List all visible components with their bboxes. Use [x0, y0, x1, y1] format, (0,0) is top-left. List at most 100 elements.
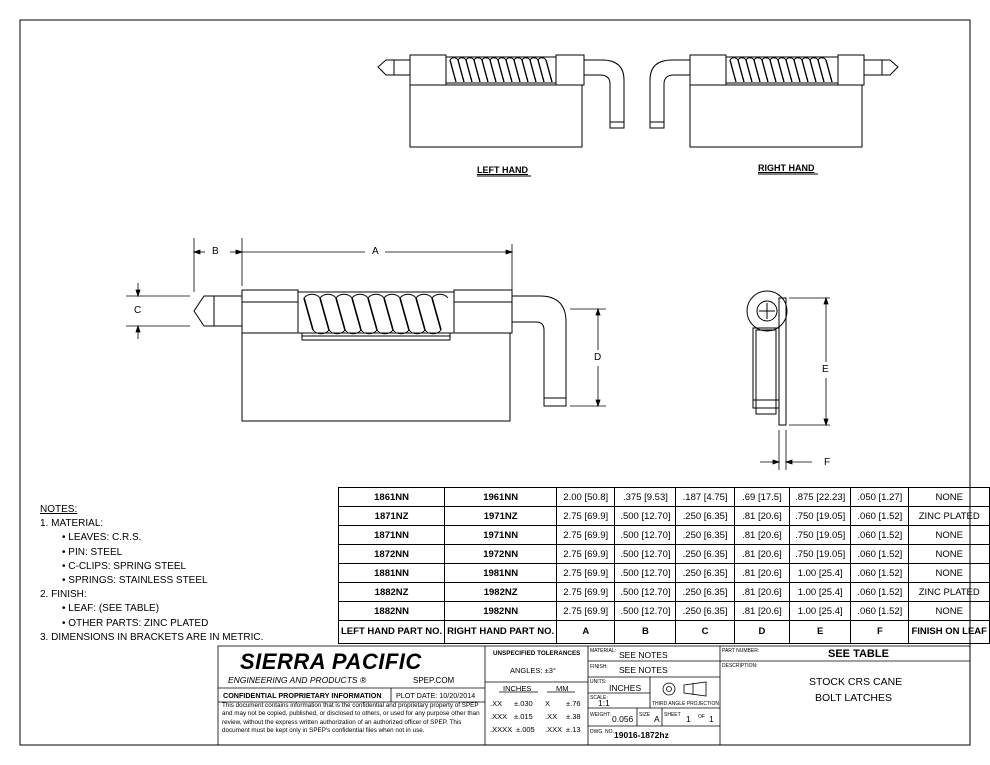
- registered-mark: ®: [359, 675, 367, 685]
- inches-header: INCHES: [503, 684, 532, 693]
- confidential-text: This document contains information that …: [222, 702, 480, 735]
- tol-in-3v: ±.005: [516, 725, 535, 734]
- website: SPEP.COM: [413, 676, 455, 685]
- table-cell: .81 [20.6]: [733, 563, 791, 583]
- tol-mm-2: .XX: [545, 712, 558, 721]
- table-cell: .250 [6.35]: [675, 506, 735, 526]
- mm-header: MM: [556, 684, 569, 693]
- table-cell: 2.75 [69.9]: [556, 525, 616, 545]
- company-subtitle-text: ENGINEERING AND PRODUCTS: [228, 675, 358, 685]
- note-2b: • OTHER PARTS: ZINC PLATED: [62, 617, 209, 629]
- table-header-cell: D: [733, 620, 791, 644]
- table-cell: .81 [20.6]: [733, 544, 791, 564]
- dim-label-b: B: [212, 246, 219, 257]
- table-cell: .060 [1.52]: [850, 601, 910, 621]
- table-cell: 1881NN: [337, 563, 446, 583]
- table-cell: ZINC PLATED: [908, 582, 990, 602]
- table-cell: 1871NN: [337, 525, 446, 545]
- table-cell: 1872NN: [337, 544, 446, 564]
- table-cell: .375 [9.53]: [614, 487, 677, 507]
- table-cell: .69 [17.5]: [733, 487, 791, 507]
- table-cell: 1971NN: [444, 525, 558, 545]
- company-subtitle: ENGINEERING AND PRODUCTS ®: [228, 675, 366, 685]
- table-cell: .750 [19.05]: [789, 506, 852, 526]
- note-1d: • SPRINGS: STAINLESS STEEL: [62, 575, 208, 587]
- left-hand-view: [377, 54, 625, 148]
- size-label: SIZE: [639, 712, 651, 718]
- right-hand-label: RIGHT HAND: [758, 163, 815, 173]
- left-hand-label: LEFT HAND: [477, 165, 528, 175]
- note-1c: • C-CLIPS: SPRING STEEL: [62, 560, 187, 572]
- partnumber-value: SEE TABLE: [828, 648, 889, 660]
- company-name: SIERRA PACIFIC: [240, 649, 422, 674]
- table-cell: 2.75 [69.9]: [556, 506, 616, 526]
- table-cell: .81 [20.6]: [733, 525, 791, 545]
- table-cell: .500 [12.70]: [614, 582, 677, 602]
- table-cell: 1961NN: [444, 487, 558, 507]
- table-cell: .81 [20.6]: [733, 601, 791, 621]
- table-cell: .500 [12.70]: [614, 506, 677, 526]
- table-cell: NONE: [908, 563, 990, 583]
- units-label: UNITS:: [590, 679, 607, 685]
- dim-label-d: D: [594, 352, 602, 363]
- tol-in-2v: ±.015: [514, 712, 533, 721]
- table-cell: 2.75 [69.9]: [556, 563, 616, 583]
- material-label: MATERIAL:: [590, 648, 617, 654]
- table-cell: .500 [12.70]: [614, 544, 677, 564]
- tol-mm-3v: ±.13: [566, 725, 581, 734]
- table-cell: .187 [4.75]: [675, 487, 735, 507]
- table-cell: .500 [12.70]: [614, 563, 677, 583]
- tolerances-title: UNSPECIFIED TOLERANCES: [493, 650, 581, 657]
- dim-label-f: F: [824, 457, 831, 468]
- tol-mm-1v: ±.76: [566, 699, 581, 708]
- table-cell: .250 [6.35]: [675, 563, 735, 583]
- projection-label: THIRD ANGLE PROJECTION: [652, 701, 719, 707]
- note-1b: • PIN: STEEL: [62, 546, 123, 558]
- table-cell: 1982NZ: [444, 582, 558, 602]
- table-cell: 1.00 [25.4]: [789, 582, 852, 602]
- table-cell: .060 [1.52]: [850, 544, 910, 564]
- scale-label: SCALE:: [590, 695, 608, 701]
- units-value: INCHES: [609, 683, 642, 693]
- main-view: [193, 289, 567, 422]
- table-header-cell: LEFT HAND PART NO.: [337, 620, 446, 644]
- table-cell: 1861NN: [337, 487, 446, 507]
- description-label: DESCRIPTION:: [722, 663, 758, 669]
- of-value: 1: [709, 714, 714, 724]
- angles: ANGLES: ±3°: [510, 666, 556, 675]
- table-cell: NONE: [908, 525, 990, 545]
- table-cell: .050 [1.27]: [850, 487, 910, 507]
- dimension-lines: [126, 238, 830, 470]
- table-cell: .81 [20.6]: [733, 506, 791, 526]
- table-cell: 2.00 [50.8]: [556, 487, 616, 507]
- sheet-label: SHEET: [664, 712, 681, 718]
- partnumber-label: PART NUMBER:: [722, 648, 760, 654]
- table-cell: .250 [6.35]: [675, 525, 735, 545]
- table-cell: .500 [12.70]: [614, 601, 677, 621]
- tol-in-2: .XXX: [490, 712, 508, 721]
- table-cell: .750 [19.05]: [789, 544, 852, 564]
- dim-label-a: A: [372, 246, 379, 257]
- dim-label-e: E: [822, 364, 829, 375]
- tol-mm-2v: ±.38: [566, 712, 581, 721]
- table-header-cell: F: [850, 620, 910, 644]
- weight-label: WEIGHT:: [590, 712, 611, 718]
- table-cell: 1.00 [25.4]: [789, 601, 852, 621]
- tol-in-1v: ±.030: [514, 699, 533, 708]
- table-cell: .500 [12.70]: [614, 525, 677, 545]
- note-3: 3. DIMENSIONS IN BRACKETS ARE IN METRIC.: [40, 631, 264, 643]
- scale-value: 1:1: [598, 698, 610, 708]
- dim-label-c: C: [134, 305, 142, 316]
- material-value: SEE NOTES: [619, 650, 668, 660]
- table-cell: NONE: [908, 544, 990, 564]
- notes-block: NOTES: 1. MATERIAL: • LEAVES: C.R.S. • P…: [40, 503, 263, 645]
- table-cell: 1882NZ: [337, 582, 446, 602]
- table-cell: .060 [1.52]: [850, 506, 910, 526]
- notes-title: NOTES:: [40, 504, 78, 515]
